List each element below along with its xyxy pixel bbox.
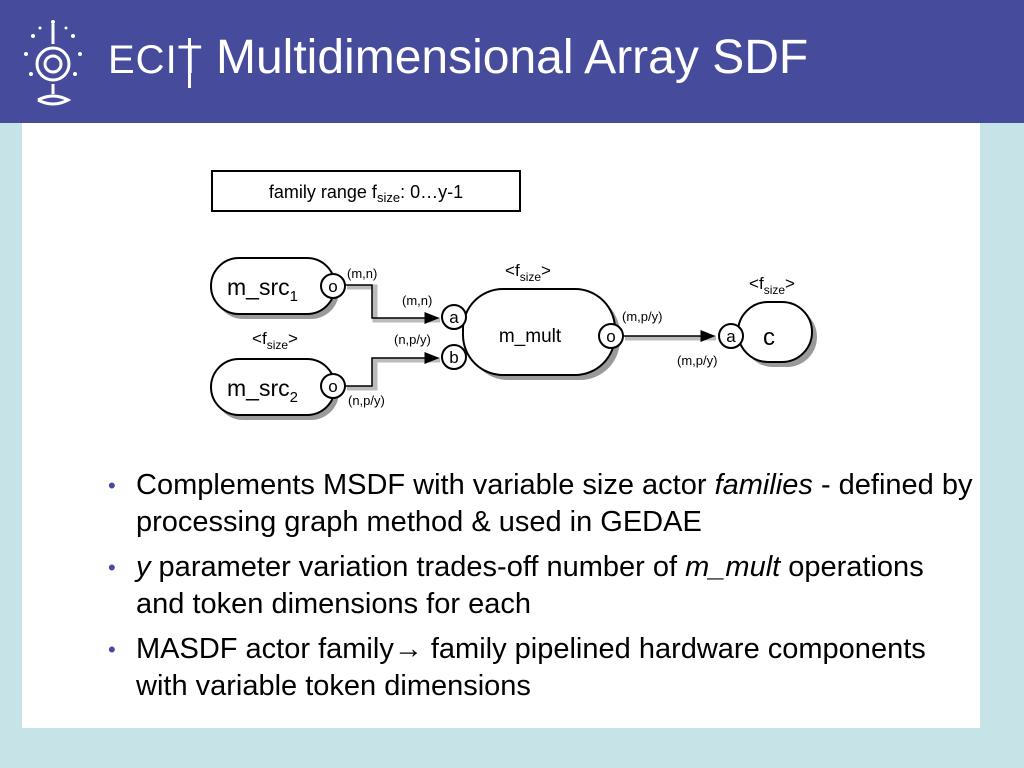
bullet-list: • Complements MSDF with variable size act… [108, 467, 974, 713]
actor-m-src2: m_src2 o (n,p/y) [210, 358, 385, 420]
mult-port-b [441, 344, 467, 370]
sdf-diagram: family range fsize: 0…y-1 m_src1 o (m,n)… [210, 170, 817, 420]
ecit-logo-icon [24, 20, 82, 106]
src2-port-o [320, 373, 346, 399]
bullet-item: • MASDF actor family→ family pipelined ha… [108, 631, 974, 705]
sink-rate: (m,p/y) [677, 353, 717, 368]
slide-header: ECIT Multidimensional Array SDF [0, 0, 1024, 123]
svg-text:m_src1: m_src1 [227, 274, 298, 305]
bullet-text: MASDF actor family→ family pipelined har… [136, 633, 926, 702]
svg-text:m_src2: m_src2 [227, 375, 298, 406]
edge-src1-mult [344, 284, 440, 324]
svg-text:a: a [726, 327, 736, 346]
logo-divider [188, 38, 191, 88]
mult-rate-o: (m,p/y) [622, 309, 662, 324]
slide-content: family range fsize: 0…y-1 m_src1 o (m,n)… [22, 123, 980, 728]
svg-text:c: c [763, 324, 775, 351]
src1-rate: (m,n) [347, 266, 377, 281]
src1-port-o [320, 273, 346, 299]
mult-rate-a: (m,n) [402, 293, 432, 308]
bullet-text: Complements MSDF with variable size acto… [136, 469, 973, 538]
svg-text:o: o [328, 277, 337, 296]
actor-m-src1: m_src1 o (m,n) [210, 257, 377, 319]
src2-rate: (n,p/y) [348, 393, 385, 408]
edge-mult-sink [622, 330, 716, 342]
svg-text:o: o [606, 327, 615, 346]
src-family-label: <fsize> [252, 329, 298, 352]
mult-family-label: <fsize> [505, 261, 551, 284]
mult-port-a [441, 304, 467, 330]
logo-text: ECIT [108, 38, 204, 82]
svg-text:b: b [449, 348, 458, 367]
family-range-box [211, 170, 521, 212]
family-range-label: family range fsize: 0…y-1 [269, 182, 463, 205]
bullet-dot-icon: • [108, 637, 116, 662]
svg-text:m_mult: m_mult [499, 326, 562, 347]
bullet-item: • Complements MSDF with variable size act… [108, 467, 974, 541]
svg-text:a: a [449, 308, 459, 327]
bullet-text: y parameter variation trades-off number … [136, 551, 924, 620]
mult-rate-b: (n,p/y) [394, 332, 431, 347]
edge-src2-mult [344, 352, 440, 391]
sink-port-a [718, 323, 744, 349]
bullet-item: • y parameter variation trades-off number… [108, 549, 974, 623]
sink-family-label: <fsize> [749, 274, 795, 297]
svg-text:o: o [328, 377, 337, 396]
bullet-dot-icon: • [108, 555, 116, 580]
slide-title: Multidimensional Array SDF [216, 31, 809, 84]
actor-m-mult: <fsize> m_mult a b o (m,n) (n,p/y) (m,p/… [394, 261, 662, 380]
mult-port-o [598, 323, 624, 349]
bullet-dot-icon: • [108, 473, 116, 498]
actor-sink-c: <fsize> c a (m,p/y) [677, 274, 817, 368]
